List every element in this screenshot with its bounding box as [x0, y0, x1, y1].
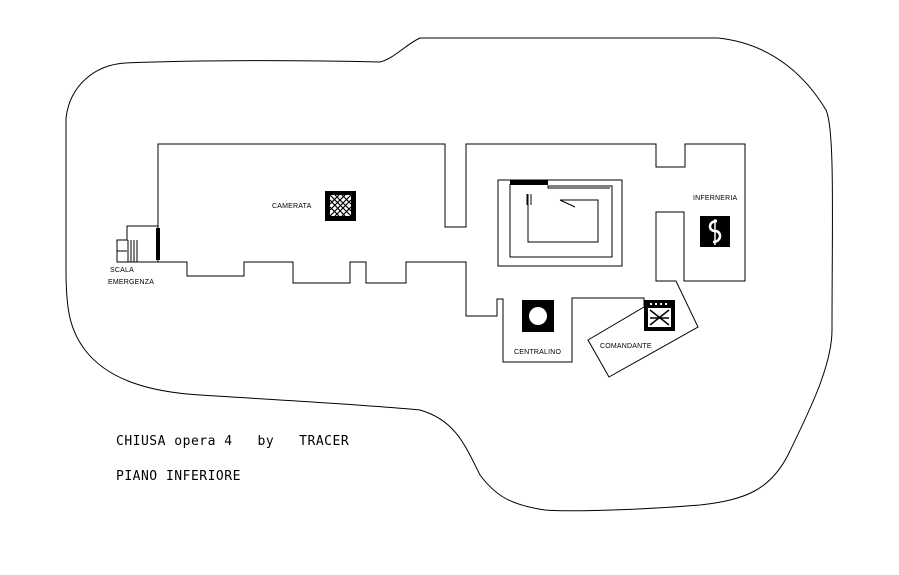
switchboard-icon: [522, 300, 554, 332]
outer-hull: [65, 37, 833, 512]
corridor-wall: [157, 143, 746, 378]
room-label-emergenza: EMERGENZA: [108, 279, 155, 286]
spiral-maze: [509, 184, 613, 258]
commander-icon: [644, 300, 675, 331]
stair-alcove: [116, 225, 158, 263]
room-label-infermeria: INFERNERIA: [693, 195, 738, 202]
central-block: [497, 179, 623, 267]
room-label-camerata: CAMERATA: [272, 203, 312, 210]
caption-title: CHIUSA opera 4 by TRACER: [116, 434, 350, 449]
room-label-centralino: CENTRALINO: [514, 349, 562, 356]
camerata-icon: [325, 191, 356, 221]
room-label-scala: SCALA: [110, 267, 134, 274]
room-label-comandante: COMANDANTE: [600, 343, 652, 350]
caption-subtitle: PIANO INFERIORE: [116, 469, 241, 484]
medical-icon: [700, 216, 730, 247]
